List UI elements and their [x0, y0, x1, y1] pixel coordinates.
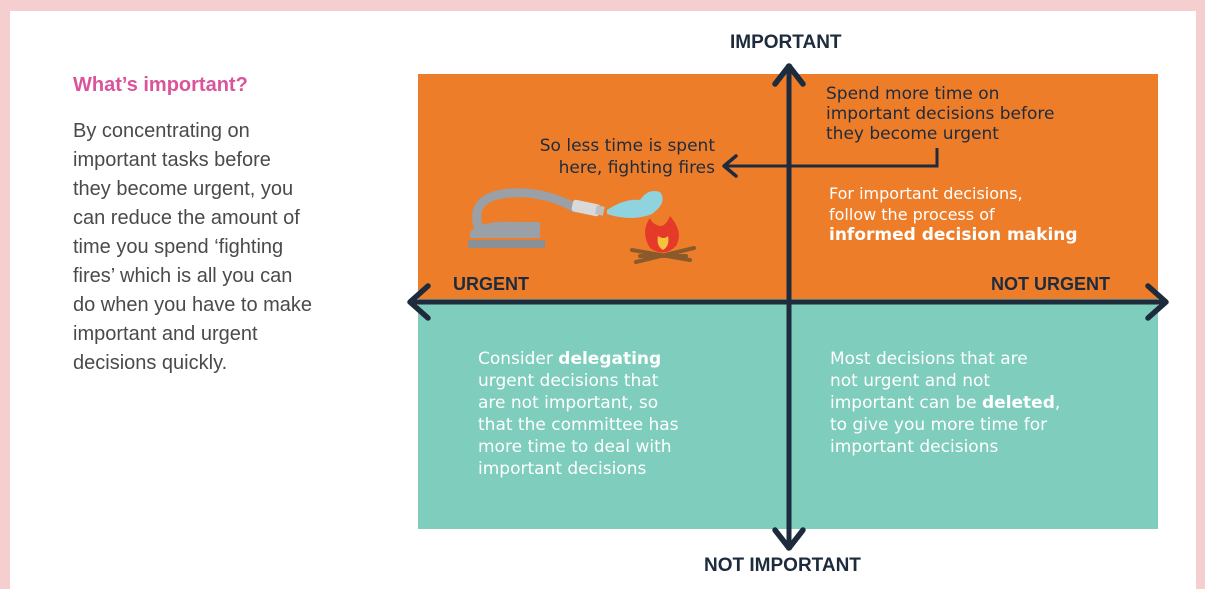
- text-span: important can be: [830, 393, 982, 413]
- text-line: that the committee has: [478, 415, 679, 435]
- arrow-left-icon: [407, 283, 431, 321]
- fire-hose-icon: [468, 188, 696, 264]
- spend-more-time-text: Spend more time on important decisions b…: [826, 84, 1146, 144]
- text-line: are not important, so: [478, 393, 659, 413]
- text-line: here, fighting fires: [558, 158, 715, 178]
- page-frame-left: [0, 11, 10, 589]
- body-line: important tasks before: [73, 149, 271, 171]
- body-line: fires’ which is all you can: [73, 265, 293, 287]
- section-body: By concentrating on important tasks befo…: [73, 117, 373, 378]
- text-line: Most decisions that are: [830, 349, 1028, 369]
- page-frame-right: [1196, 11, 1205, 589]
- text-line: follow the process of: [829, 205, 995, 224]
- page-frame-top: [0, 0, 1205, 11]
- text-line: important decisions before: [826, 104, 1055, 124]
- text-line: more time to deal with: [478, 437, 672, 457]
- body-line: can reduce the amount of: [73, 207, 300, 229]
- body-line: time you spend ‘fighting: [73, 236, 284, 258]
- deleted-text: Most decisions that are not urgent and n…: [830, 348, 1130, 458]
- axis-label-important: IMPORTANT: [730, 32, 842, 53]
- body-line: they become urgent, you: [73, 178, 294, 200]
- section-heading: What’s important?: [73, 74, 248, 96]
- text-span: Consider: [478, 349, 559, 369]
- bold-phrase: deleted: [982, 393, 1055, 413]
- bold-phrase: informed decision making: [829, 225, 1078, 245]
- text-line: important decisions: [830, 437, 999, 457]
- body-line: By concentrating on: [73, 120, 250, 142]
- bold-phrase: delegating: [558, 349, 662, 369]
- axis-label-not-urgent: NOT URGENT: [991, 274, 1110, 294]
- text-line: Spend more time on: [826, 84, 1000, 104]
- text-span: ,: [1054, 393, 1061, 413]
- text-line: they become urgent: [826, 124, 999, 144]
- delegating-text: Consider delegating urgent decisions tha…: [478, 348, 768, 480]
- arrow-right-icon: [1145, 283, 1169, 321]
- arrow-down-icon: [772, 527, 806, 551]
- informed-decision-text: For important decisions, follow the proc…: [829, 183, 1149, 246]
- arrow-up-icon: [772, 63, 806, 87]
- text-line: important decisions: [478, 459, 647, 479]
- connector-arrow: [722, 148, 939, 178]
- axis-label-not-important: NOT IMPORTANT: [704, 555, 861, 576]
- text-line: to give you more time for: [830, 415, 1048, 435]
- urgent-important-text: So less time is spent here, fighting fir…: [475, 135, 715, 179]
- text-line: urgent decisions that: [478, 371, 659, 391]
- text-line: For important decisions,: [829, 184, 1023, 203]
- axis-label-urgent: URGENT: [453, 274, 529, 294]
- body-line: important and urgent: [73, 323, 258, 345]
- text-line: not urgent and not: [830, 371, 991, 391]
- body-line: do when you have to make: [73, 294, 313, 316]
- text-line: So less time is spent: [539, 136, 715, 156]
- body-line: decisions quickly.: [73, 352, 228, 374]
